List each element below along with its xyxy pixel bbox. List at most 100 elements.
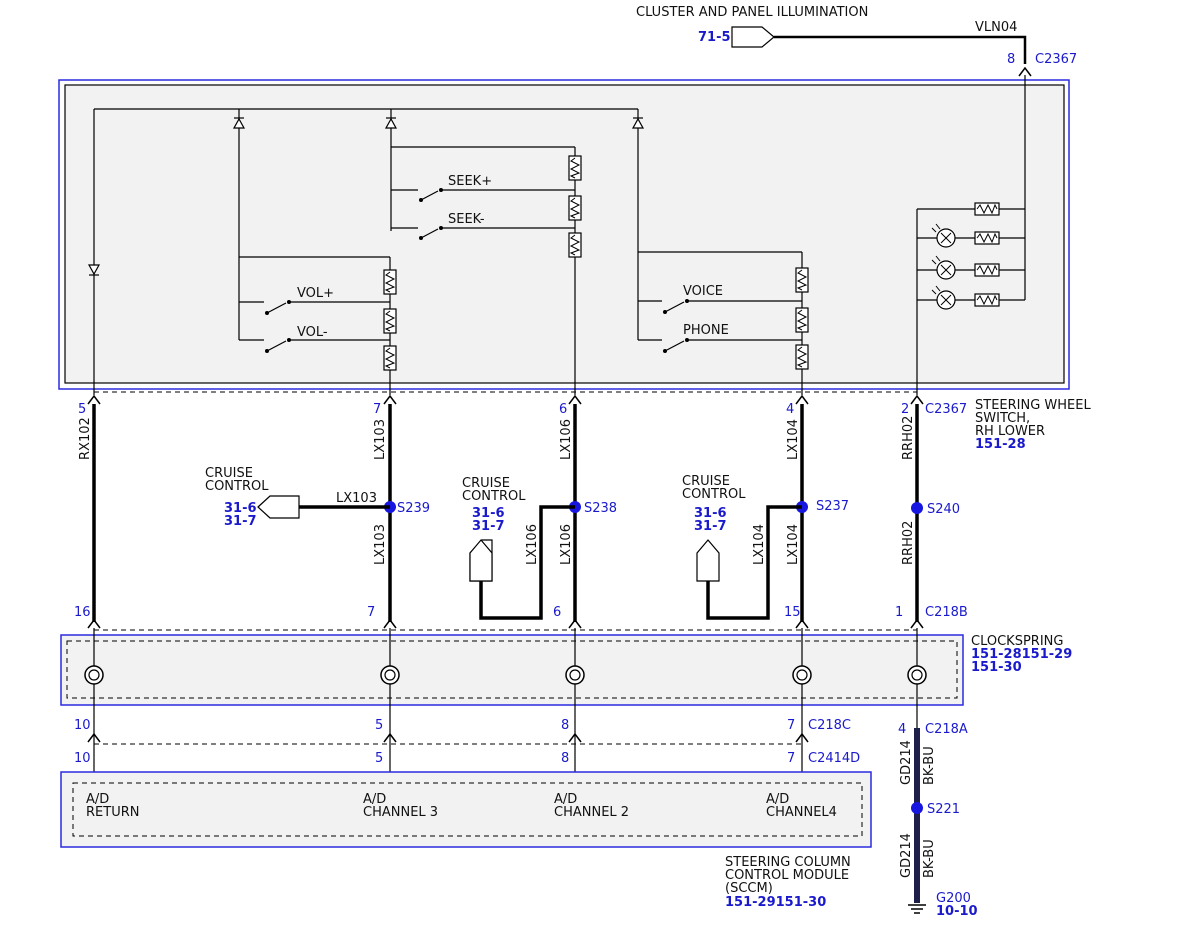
switch-name: STEERING WHEEL SWITCH, RH LOWER 151-28 (975, 398, 1091, 452)
label-seek-minus: SEEK- (448, 212, 485, 227)
circuit-lx103-lower: LX103 (373, 524, 388, 565)
pin-rrh02-top: 2 (901, 402, 909, 417)
spring-contact-icon (84, 665, 104, 685)
input-ch3-l1: A/D (363, 792, 386, 807)
clockspring-connector-bottom[interactable]: C218A (925, 722, 968, 737)
svg-text:RH LOWER: RH LOWER (975, 424, 1045, 439)
ground-id: G200 (936, 891, 971, 906)
circuit-rrh02-upper: RRH02 (901, 416, 916, 460)
cruise-ref-1a[interactable]: 31-6 (224, 501, 257, 516)
splice-s240-label: S240 (927, 502, 960, 517)
ground-color-1: BK-BU (922, 746, 937, 785)
pin-sccm-ch2: 8 (561, 751, 569, 766)
label-seek-plus: SEEK+ (448, 174, 492, 189)
circuit-lx103-upper: LX103 (373, 419, 388, 460)
splice-s240[interactable] (911, 502, 923, 514)
svg-text:CONTROL: CONTROL (462, 489, 526, 504)
cruise-circuit-2: LX106 (525, 524, 540, 565)
cruise-circuit-1: LX103 (336, 491, 377, 506)
illumination-feed: CLUSTER AND PANEL ILLUMINATION 71-5 VLN0… (636, 5, 1077, 77)
svg-text:SWITCH,: SWITCH, (975, 411, 1030, 426)
pin-lx106-top: 6 (559, 402, 567, 417)
switch-connector[interactable]: C2367 (925, 402, 967, 417)
label-voice: VOICE (683, 284, 723, 299)
pin-ground: 4 (898, 722, 906, 737)
splice-s221-label: S221 (927, 802, 960, 817)
circuit-lx104-lower: LX104 (786, 524, 801, 565)
label-vol-plus: VOL+ (297, 286, 334, 301)
input-return-l2: RETURN (86, 805, 139, 820)
svg-text:(SCCM): (SCCM) (725, 881, 773, 896)
splice-s238-label: S238 (584, 501, 617, 516)
pin-sccm-ch3: 5 (375, 751, 383, 766)
cruise-control-lx104: CRUISE CONTROL 31-6 31-7 LX104 (682, 474, 802, 620)
steering-wheel-switch: VOL+ VOL- SEEK+ SEEK- (58, 75, 1070, 395)
svg-text:CRUISE: CRUISE (462, 476, 510, 491)
splice-s237-label: S237 (816, 499, 849, 514)
pin-rrh02-bottom: 1 (895, 605, 903, 620)
cruise-control-lx103: CRUISE CONTROL 31-6 31-7 LX103 (205, 466, 390, 529)
cruise-control-lx106: CRUISE CONTROL 31-6 31-7 LX106 (462, 476, 575, 620)
circuit-rx102: RX102 (78, 417, 93, 460)
illumination-connector-icon (731, 26, 775, 48)
svg-text:CONTROL MODULE: CONTROL MODULE (725, 868, 849, 883)
pin-sccm-return: 10 (74, 751, 91, 766)
sccm-connector[interactable]: C2414D (808, 751, 860, 766)
clockspring-name: CLOCKSPRING (971, 634, 1063, 649)
cruise-ref-1b[interactable]: 31-7 (224, 514, 257, 529)
clockspring: CLOCKSPRING 151-28151-29 151-30 (60, 628, 1072, 785)
input-return-l1: A/D (86, 792, 109, 807)
circuit-rrh02-lower: RRH02 (901, 521, 916, 565)
pin-rx102-top: 5 (78, 402, 86, 417)
label-phone: PHONE (683, 323, 729, 338)
svg-text:CONTROL: CONTROL (205, 479, 269, 494)
clockspring-connector-c[interactable]: C218C (808, 718, 851, 733)
ground-circuit-1: GD214 (899, 740, 914, 785)
splice-s239-label: S239 (397, 501, 430, 516)
sccm-module: A/D RETURN A/D CHANNEL 3 A/D CHANNEL 2 A… (60, 771, 872, 910)
illumination-label: CLUSTER AND PANEL ILLUMINATION (636, 5, 868, 20)
ground-ref[interactable]: 10-10 (936, 904, 978, 919)
svg-text:CRUISE: CRUISE (682, 474, 730, 489)
pin-c218c-ch4: 7 (787, 718, 795, 733)
circuit-lx106-lower: LX106 (559, 524, 574, 565)
input-ch2-l2: CHANNEL 2 (554, 805, 629, 820)
clockspring-connector-top[interactable]: C218B (925, 605, 968, 620)
cruise-connector-icon (696, 539, 720, 582)
ground-color-2: BK-BU (922, 839, 937, 878)
pin-lx104-top: 4 (786, 402, 794, 417)
pin-sccm-ch4: 7 (787, 751, 795, 766)
splice-s221[interactable] (911, 802, 923, 814)
illumination-circuit: VLN04 (975, 20, 1017, 35)
top-connector[interactable]: C2367 (1035, 52, 1077, 67)
illumination-ref[interactable]: 71-5 (698, 30, 731, 45)
cruise-ref-3b[interactable]: 31-7 (694, 519, 727, 534)
svg-text:STEERING WHEEL: STEERING WHEEL (975, 398, 1091, 413)
svg-text:CRUISE: CRUISE (205, 466, 253, 481)
circuit-lx104-upper: LX104 (786, 419, 801, 460)
sccm-ref[interactable]: 151-29151-30 (725, 895, 826, 910)
cruise-connector-icon (257, 495, 300, 519)
pin-c218c-return: 10 (74, 718, 91, 733)
label-vol-minus: VOL- (297, 325, 328, 340)
ground-circuit: GD214 BK-BU S221 GD214 BK-BU G200 10-10 (899, 728, 978, 919)
clockspring-ref-2[interactable]: 151-30 (971, 660, 1022, 675)
top-pin: 8 (1007, 52, 1015, 67)
switch-ref[interactable]: 151-28 (975, 437, 1026, 452)
pin-rx102-bottom: 16 (74, 605, 91, 620)
cruise-ref-2a[interactable]: 31-6 (472, 506, 505, 521)
circuit-lx106-upper: LX106 (559, 419, 574, 460)
input-ch2-l1: A/D (554, 792, 577, 807)
pin-lx103-bottom: 7 (367, 605, 375, 620)
ground-circuit-2: GD214 (899, 833, 914, 878)
cruise-ref-2b[interactable]: 31-7 (472, 519, 505, 534)
input-ch4-l1: A/D (766, 792, 789, 807)
cruise-connector-icon (469, 539, 493, 582)
cruise-ref-3a[interactable]: 31-6 (694, 506, 727, 521)
input-ch3-l2: CHANNEL 3 (363, 805, 438, 820)
pin-lx104-bottom: 15 (784, 605, 801, 620)
svg-text:STEERING COLUMN: STEERING COLUMN (725, 855, 851, 870)
clockspring-ref-1[interactable]: 151-28151-29 (971, 647, 1072, 662)
pin-c218c-ch3: 5 (375, 718, 383, 733)
